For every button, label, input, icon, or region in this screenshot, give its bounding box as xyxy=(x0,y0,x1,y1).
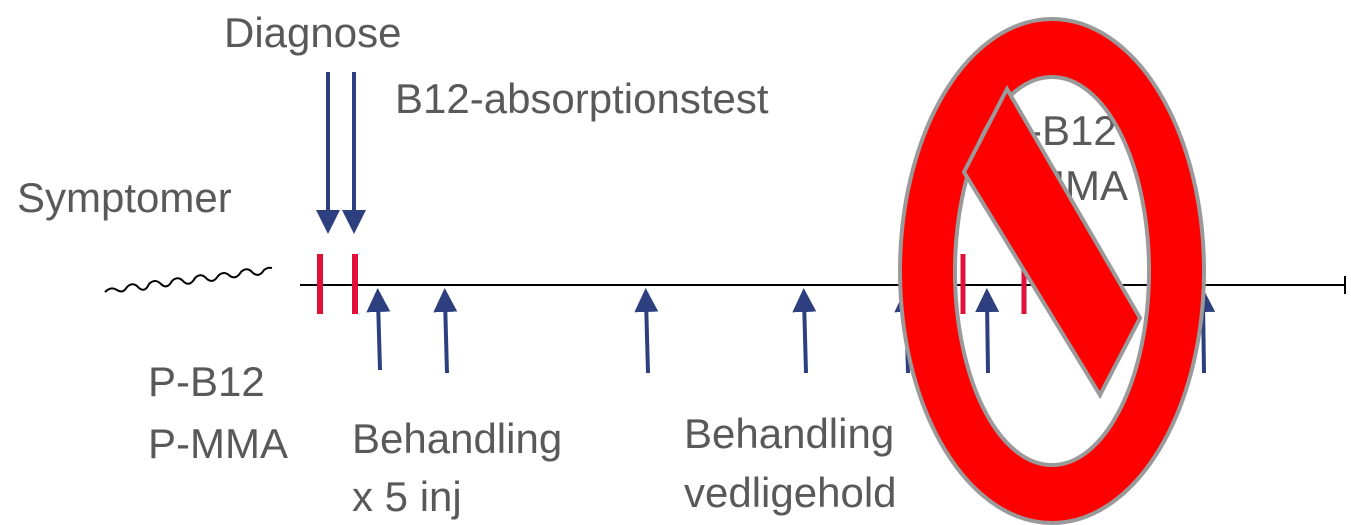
absorption-test-label: B12-absorptionstest xyxy=(395,75,769,122)
treatment-arrow-3 xyxy=(634,288,659,374)
treatment-arrow-1 xyxy=(366,288,391,371)
treatment-arrow-6 xyxy=(975,288,1000,374)
symptom-wavy-line xyxy=(104,266,273,293)
pb12-label: P-B12 xyxy=(148,358,265,405)
treatment-label-line2: x 5 inj xyxy=(352,473,462,520)
maintenance-label-line2: vedligehold xyxy=(684,469,897,516)
prohibition-icon xyxy=(898,16,1206,525)
pmma-label: P-MMA xyxy=(148,420,288,467)
treatment-label-line1: Behandling xyxy=(352,415,562,462)
maintenance-label-line1: Behandling xyxy=(684,410,894,457)
symptoms-label: Symptomer xyxy=(17,174,232,221)
diagnose-label: Diagnose xyxy=(224,9,401,56)
treatment-arrow-4 xyxy=(792,288,817,374)
treatment-arrow-2 xyxy=(433,288,458,374)
